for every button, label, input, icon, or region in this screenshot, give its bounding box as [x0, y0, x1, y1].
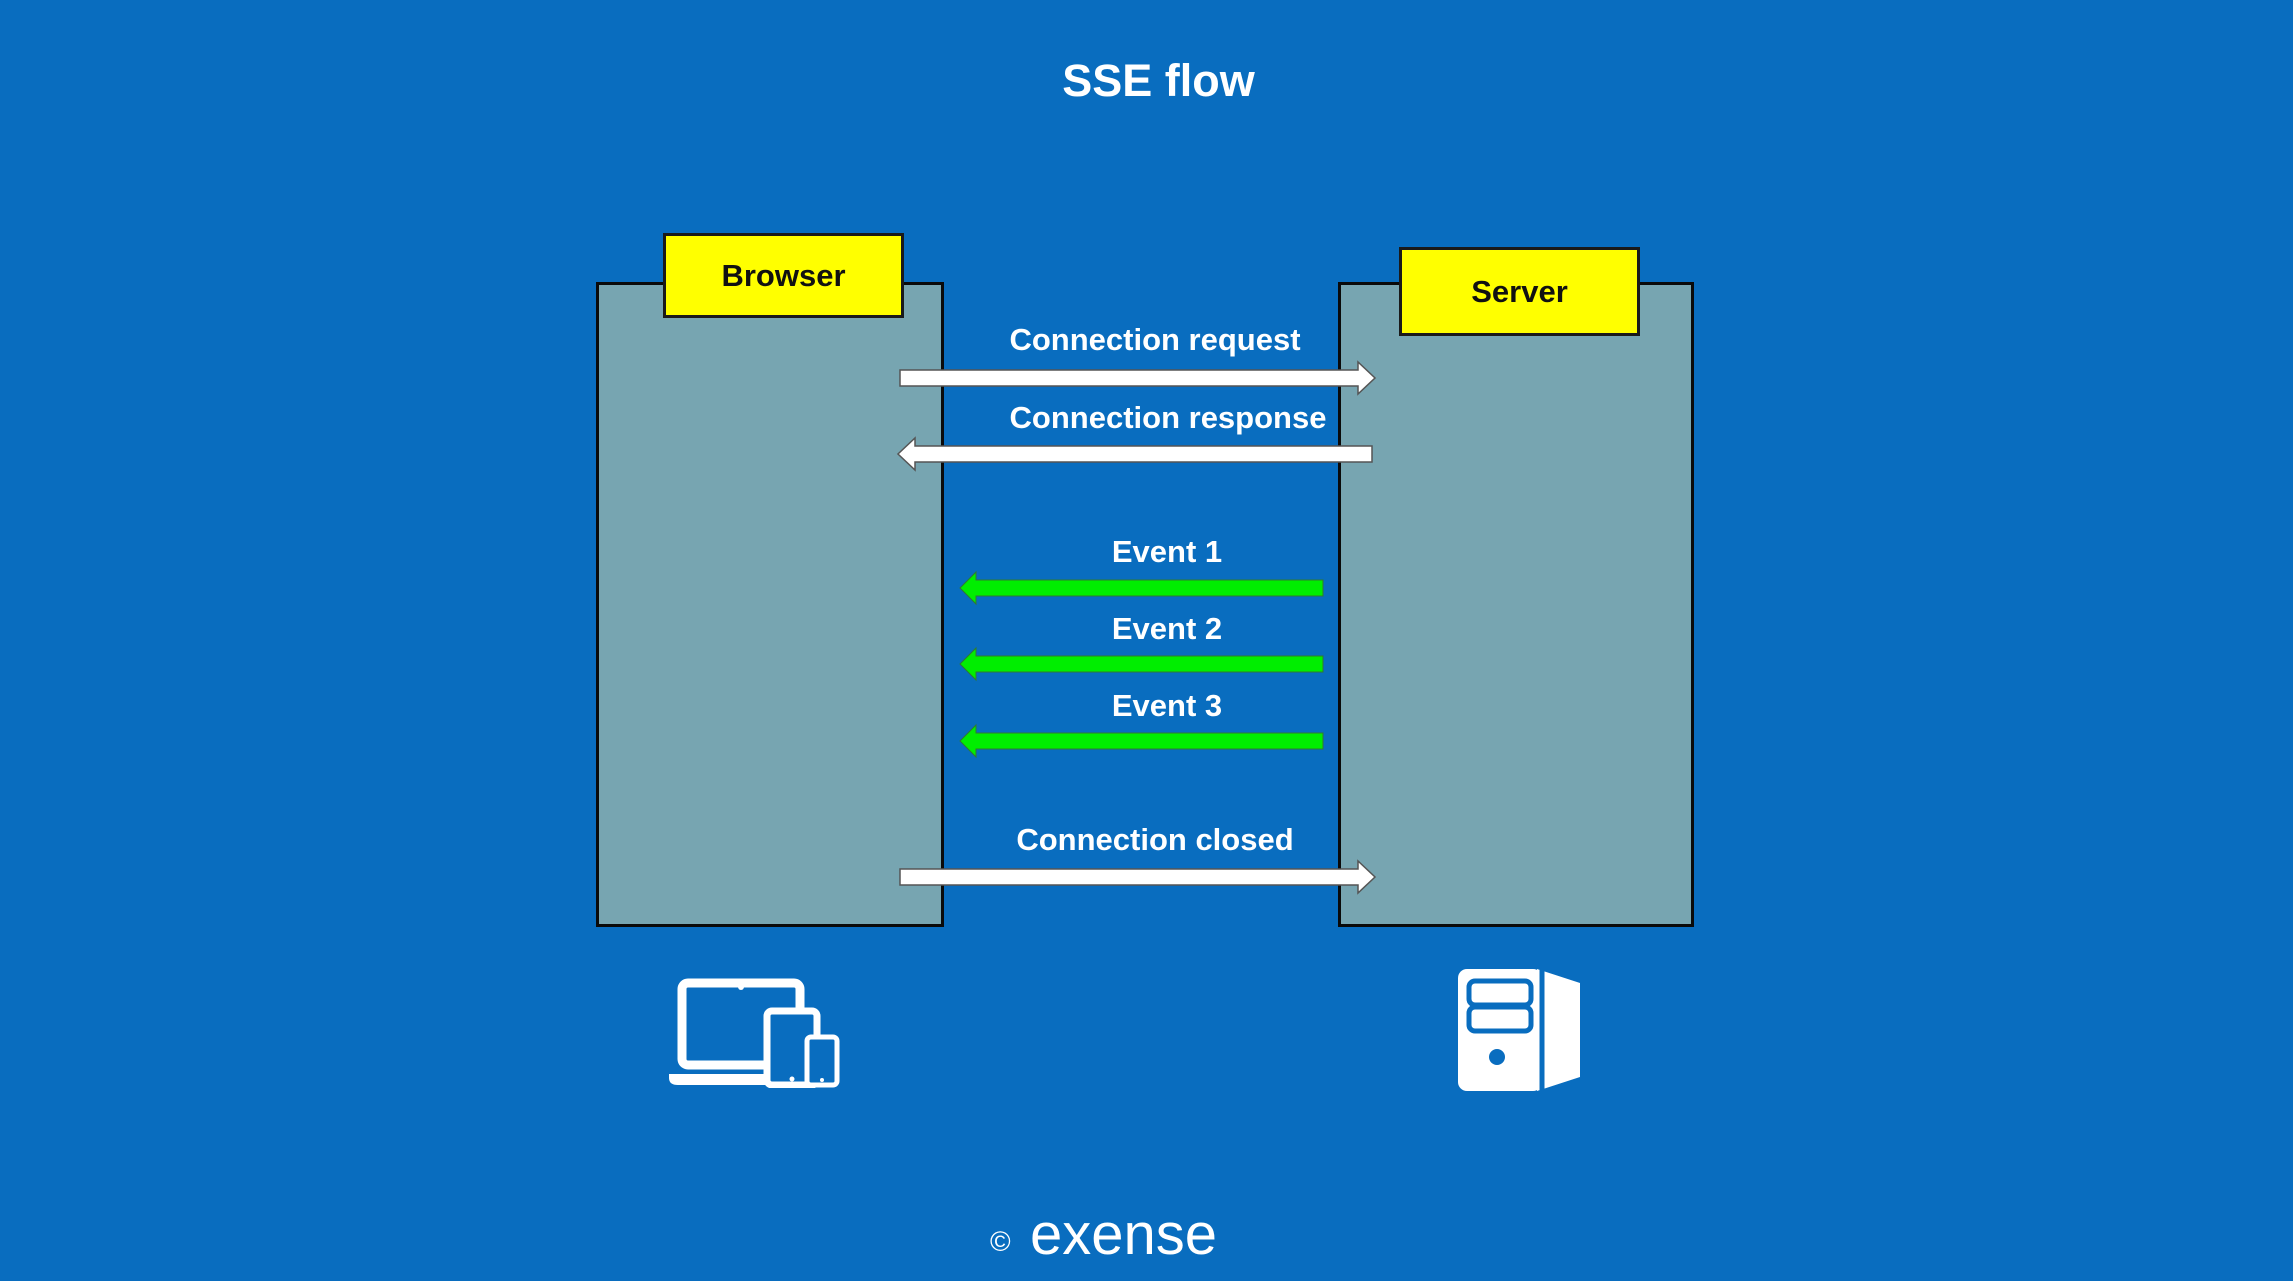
connection-response-arrow [896, 436, 1373, 472]
devices-icon [669, 978, 840, 1088]
connection-request-arrow [899, 360, 1377, 396]
event-3-arrow [959, 723, 1324, 759]
diagram-title: SSE flow [1062, 55, 1255, 106]
copyright-symbol: © [990, 1226, 1011, 1257]
brand-logo: exense [1030, 1202, 1218, 1267]
event-3-label: Event 3 [1111, 688, 1223, 723]
event-1-label: Event 1 [1111, 534, 1223, 569]
connection-request-label: Connection request [1009, 322, 1301, 357]
server-label: Server [1399, 247, 1640, 336]
event-2-label: Event 2 [1111, 611, 1223, 646]
server-lane [1338, 282, 1694, 927]
event-2-arrow [959, 646, 1324, 682]
browser-lane [596, 282, 944, 927]
server-tower-icon [1458, 969, 1580, 1091]
connection-closed-label: Connection closed [1016, 822, 1294, 857]
connection-response-label: Connection response [1009, 400, 1327, 435]
event-1-arrow [959, 570, 1324, 606]
connection-closed-arrow [899, 859, 1377, 895]
browser-label: Browser [663, 233, 904, 318]
